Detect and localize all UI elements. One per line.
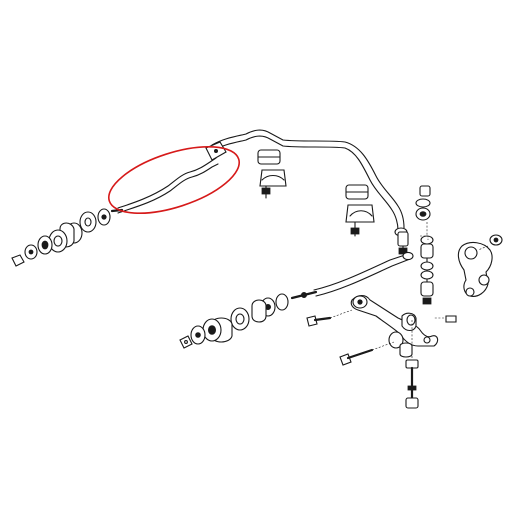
stabilizer-bushing-left bbox=[257, 149, 287, 199]
lower-control-arm bbox=[350, 294, 457, 358]
stabilizer-link bbox=[397, 185, 434, 305]
stabilizer-bushing-right bbox=[345, 184, 375, 237]
radius-rod-bushing-stack bbox=[11, 208, 111, 267]
steering-knuckle bbox=[457, 234, 503, 297]
highlight-ellipse bbox=[107, 146, 241, 214]
bolt-long-vertical bbox=[405, 320, 419, 409]
compression-rod-bushing-stack bbox=[179, 293, 289, 349]
stabilizer-bar bbox=[211, 129, 408, 237]
bolt-horizontal bbox=[306, 309, 353, 327]
bolt-slanted bbox=[339, 341, 395, 366]
leader-line bbox=[420, 235, 429, 240]
compression-rod bbox=[290, 251, 414, 300]
